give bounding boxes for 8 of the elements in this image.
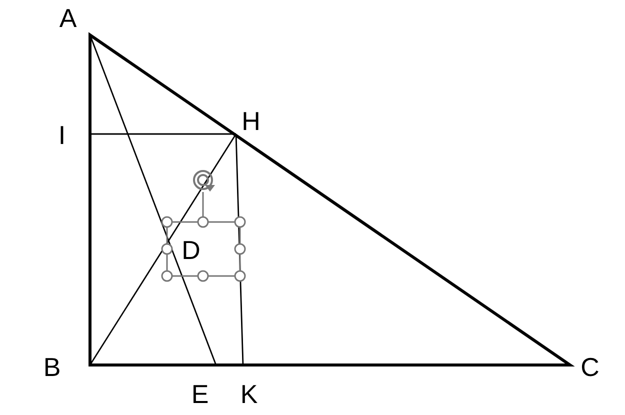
point-label: C bbox=[580, 354, 600, 380]
point-label: A bbox=[59, 5, 77, 31]
point-label: H bbox=[242, 108, 260, 134]
point-label: K bbox=[240, 381, 258, 407]
point-label: I bbox=[58, 122, 66, 148]
point-label: B bbox=[43, 354, 61, 380]
point-label: D bbox=[182, 237, 200, 263]
point-label: E bbox=[191, 381, 209, 407]
